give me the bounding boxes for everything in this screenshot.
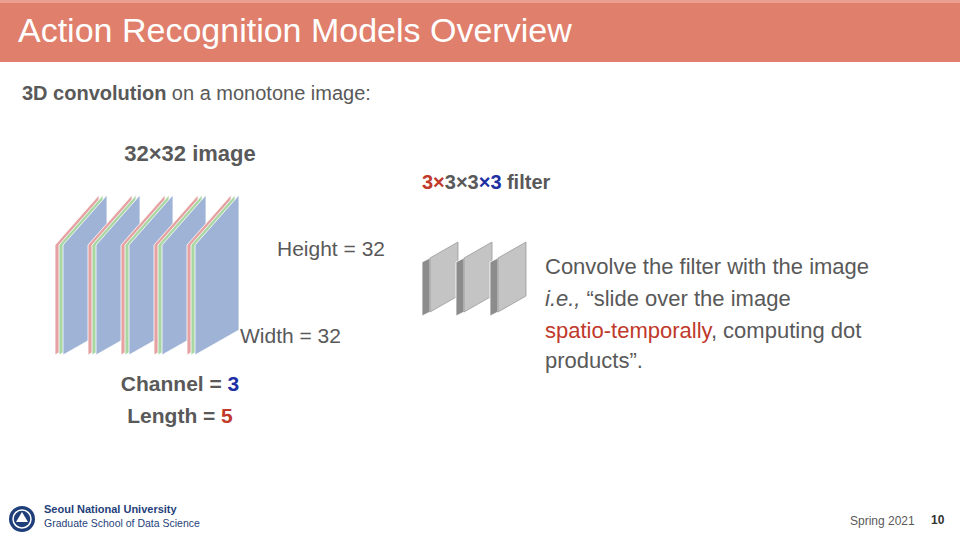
description-text: “slide over the image — [586, 286, 790, 311]
university-logo — [9, 506, 35, 532]
width-label: Width = 32 — [240, 324, 341, 347]
filter-face — [430, 242, 458, 312]
logo-ring — [13, 510, 31, 528]
filter-face — [464, 242, 492, 312]
filter-face — [498, 242, 526, 312]
filter-dim-spatial: 3×3 — [445, 171, 479, 193]
image-size-label: 32×32 image — [124, 141, 255, 166]
label-group: spatio-temporally, computing dot product… — [545, 316, 940, 376]
label-group: 10 — [931, 512, 944, 528]
label-group: i.e.,“slide over the image — [545, 284, 940, 314]
description-highlight: spatio-temporally — [545, 318, 711, 343]
filter-dim-length: 3× — [422, 171, 445, 193]
label-group: Convolve the filter with the image — [545, 252, 940, 282]
height-label: Height = 32 — [277, 237, 385, 260]
heading-text: on a monotone image: — [172, 82, 371, 104]
label-group: Length = 5 — [127, 402, 232, 430]
label-group: Width = 32 — [240, 322, 341, 350]
label-group: Seoul National University — [44, 502, 177, 517]
school-name: Graduate School of Data Science — [44, 517, 200, 529]
label-group: Height = 32 — [277, 235, 385, 263]
title-bar-edge — [0, 0, 960, 3]
filter-dim-channel: ×3 — [479, 171, 502, 193]
description-text: Convolve the filter with the image — [545, 254, 869, 279]
filter-side — [490, 258, 498, 316]
logo-disc — [9, 506, 35, 532]
channel-value: 3 — [227, 372, 239, 395]
length-label: Length = — [127, 404, 215, 427]
label-group: Graduate School of Data Science — [44, 516, 200, 530]
label-group: 3D convolution on a monotone image: — [22, 80, 371, 107]
heading-bold: 3D convolution — [22, 82, 166, 104]
length-value: 5 — [221, 404, 233, 427]
label-group: 3×3×3×3filter — [422, 169, 550, 196]
filter-label: filter — [507, 171, 550, 193]
title-bar — [0, 0, 960, 62]
description-text: i.e., — [545, 286, 580, 311]
channel-label: Channel = — [121, 372, 222, 395]
logo-mark — [16, 512, 28, 522]
page-number: 10 — [931, 513, 944, 527]
video-frames — [55, 195, 239, 355]
channel-layer — [195, 195, 239, 355]
university-name: Seoul National University — [44, 503, 177, 515]
term-label: Spring 2021 — [850, 514, 915, 528]
filter-side — [456, 258, 464, 316]
label-group: 32×32 image — [124, 139, 255, 169]
slide-title: Action Recognition Models Overview — [18, 9, 572, 51]
filter-side — [422, 258, 430, 316]
label-group: Channel =3 — [121, 370, 239, 398]
filter-blocks — [422, 242, 526, 316]
label-group: Spring 2021 — [850, 513, 915, 529]
